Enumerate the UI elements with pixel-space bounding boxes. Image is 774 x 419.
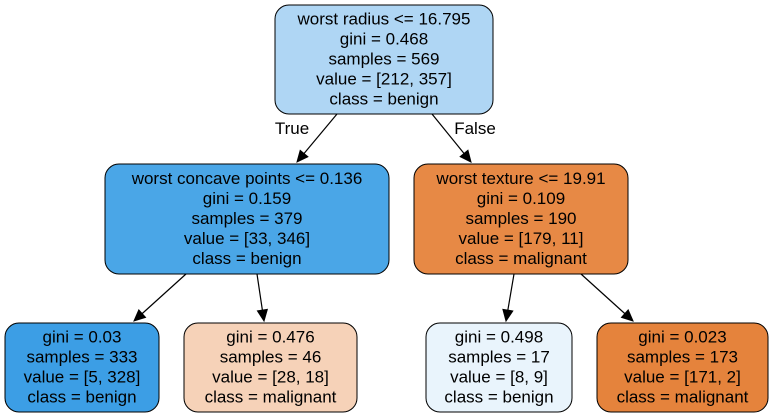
node-text-line: gini = 0.109	[477, 189, 565, 208]
arrow-head-icon	[620, 309, 634, 322]
node-text-line: value = [171, 2]	[624, 368, 741, 387]
edge-label-true: True	[275, 119, 309, 138]
arrow-head-icon	[502, 308, 514, 323]
edge-line	[431, 113, 465, 154]
node-text-line: gini = 0.159	[203, 189, 291, 208]
edge-left-lr	[256, 273, 269, 323]
arrow-head-icon	[296, 149, 309, 163]
edge-line	[141, 273, 187, 315]
edge-root-right: False	[431, 113, 496, 163]
edge-label-false: False	[454, 119, 496, 138]
node-text-line: samples = 569	[328, 50, 439, 69]
node-text-line: worst concave points <= 0.136	[131, 169, 363, 188]
edge-right-rr	[580, 273, 634, 322]
node-text-line: worst texture <= 19.91	[435, 169, 605, 188]
node-text-line: class = malignant	[205, 388, 337, 407]
arrow-head-icon	[256, 308, 269, 323]
edge-left-ll	[133, 273, 187, 322]
node-text-line: samples = 379	[191, 209, 302, 228]
node-box	[413, 163, 629, 275]
node-text-line: value = [179, 11]	[459, 229, 584, 248]
node-text-line: samples = 17	[448, 348, 550, 367]
node-box	[183, 322, 358, 413]
edge-line	[507, 273, 515, 311]
node-text-line: samples = 333	[26, 348, 137, 367]
node-text-line: samples = 46	[220, 348, 322, 367]
edges-layer: True False	[133, 113, 634, 323]
node-text-line: class = benign	[192, 249, 301, 268]
node-box	[274, 4, 494, 115]
node-text-line: value = [212, 357]	[316, 70, 452, 89]
node-text-line: class = benign	[329, 90, 438, 109]
node-text-line: gini = 0.498	[455, 328, 543, 347]
edge-line	[303, 113, 338, 154]
node-text-line: value = [5, 328]	[24, 368, 141, 387]
node-text-line: class = malignant	[455, 249, 587, 268]
edge-root-left: True	[275, 113, 338, 163]
node-text-line: gini = 0.468	[340, 30, 428, 49]
node-text-line: gini = 0.023	[638, 328, 726, 347]
node-text-line: gini = 0.476	[226, 328, 314, 347]
node-box	[104, 163, 390, 275]
arrow-head-icon	[459, 149, 472, 163]
edge-line	[256, 273, 263, 311]
edge-line	[580, 273, 626, 315]
node-text-line: value = [28, 18]	[212, 368, 329, 387]
node-text-line: value = [8, 9]	[450, 368, 548, 387]
node-text-line: gini = 0.03	[43, 328, 122, 347]
node-box	[425, 322, 573, 413]
node-text-line: class = benign	[444, 388, 553, 407]
node-box	[596, 322, 769, 413]
arrow-head-icon	[133, 309, 147, 322]
node-text-line: worst radius <= 16.795	[297, 10, 471, 29]
node-text-line: samples = 190	[465, 209, 576, 228]
node-text-line: class = malignant	[617, 388, 749, 407]
node-text-line: value = [33, 346]	[184, 229, 310, 248]
node-text-line: samples = 173	[627, 348, 738, 367]
node-text-line: class = benign	[27, 388, 136, 407]
edge-right-rl	[502, 273, 515, 323]
node-box	[4, 322, 160, 413]
